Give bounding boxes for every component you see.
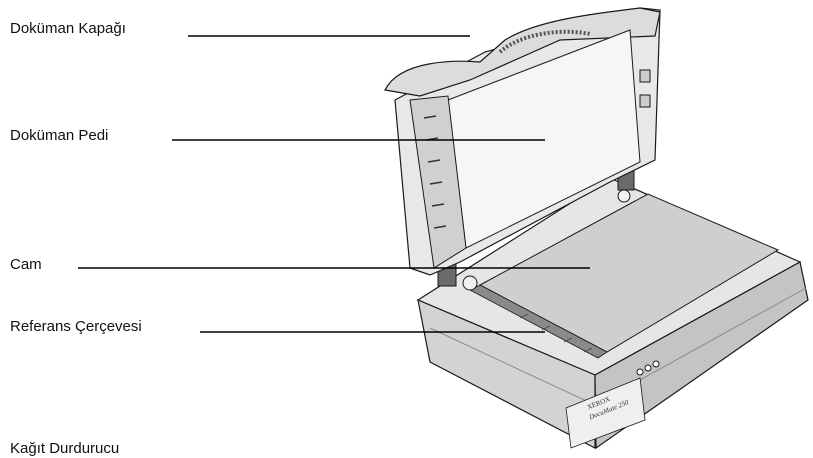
label-reference-frame: Referans Çerçevesi bbox=[10, 318, 142, 335]
hinge-knob-right bbox=[617, 189, 631, 203]
hinge-knob-left bbox=[462, 275, 478, 291]
reference-frame-strip bbox=[469, 284, 608, 359]
label-glass: Cam bbox=[10, 256, 42, 273]
scanner-base-front bbox=[417, 299, 596, 449]
label-document-pad: Doküman Pedi bbox=[10, 127, 109, 144]
front-badge bbox=[565, 377, 646, 449]
lid-latch-2 bbox=[639, 94, 651, 108]
lid-latch-1 bbox=[639, 69, 651, 83]
label-document-cover: Doküman Kapağı bbox=[10, 20, 126, 37]
label-paper-stop: Kağıt Durdurucu bbox=[10, 440, 120, 457]
adf-roller-grip bbox=[498, 29, 591, 54]
reference-frame-ticks bbox=[519, 313, 593, 353]
control-buttons bbox=[636, 360, 660, 376]
adf-feeder bbox=[384, 7, 661, 97]
